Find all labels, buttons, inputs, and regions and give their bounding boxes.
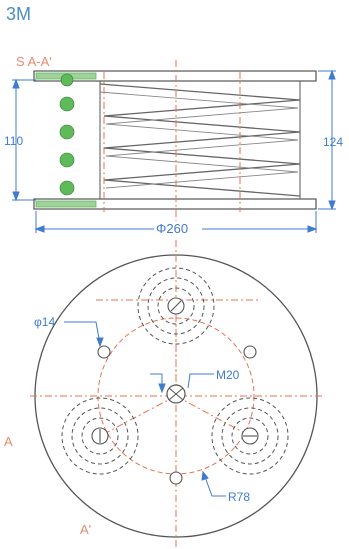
section-centerlines [103,60,241,232]
height-label-right: 124 [323,135,343,149]
height-dimension-left [12,78,36,202]
top-plate [33,70,317,82]
height-label-left: 110 [4,134,23,148]
section-label: S A-A' [16,54,52,69]
bottom-plate [33,198,317,210]
plan-view: φ14 M20 R78 A A' [4,240,322,548]
page-title: 3M [6,4,32,24]
thread-dimension-label: M20 [216,368,240,382]
section-view: S A-A' [4,54,343,236]
cut-label-start: A [4,434,13,449]
spring-positions [61,267,289,475]
height-dimension-right [318,69,336,211]
thread-leader [150,373,214,394]
radius-leader [201,470,226,497]
mounting-holes [97,345,257,485]
hole-leader [64,321,104,348]
hole-dimension-label: φ14 [34,315,55,329]
radius-dimension-label: R78 [228,490,250,504]
damper-wire-sections [59,73,75,196]
width-label: Φ260 [156,221,188,236]
damper-mesh-bottom [35,200,97,208]
coil-spring [99,83,301,197]
cut-label-end: A' [80,522,91,537]
